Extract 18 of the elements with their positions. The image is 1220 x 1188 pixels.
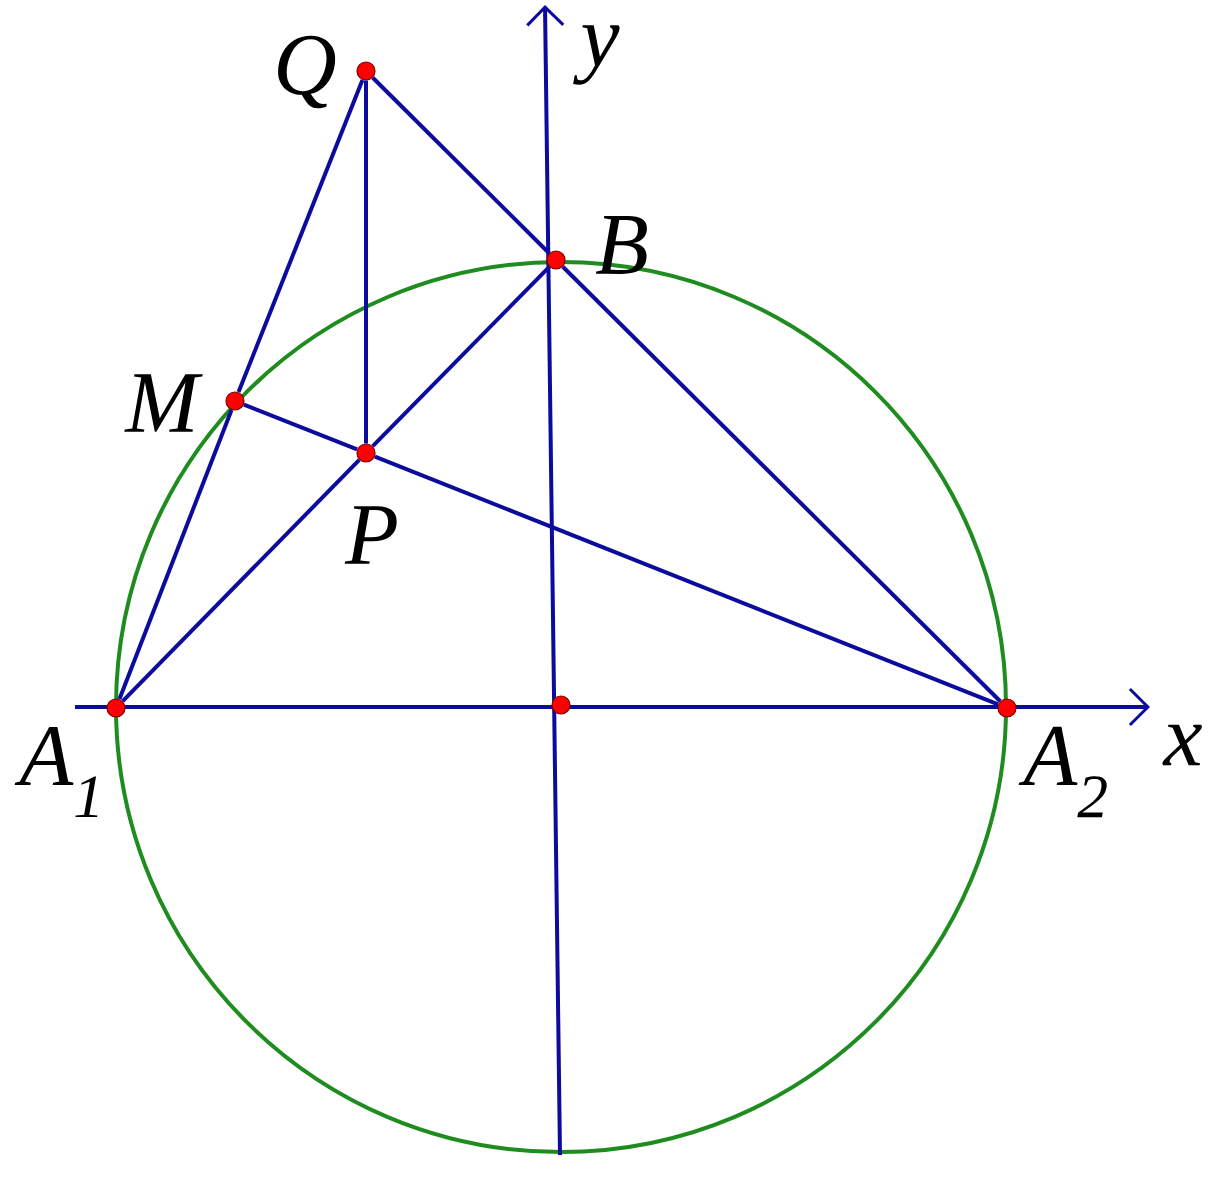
- line-segment: [371, 76, 551, 255]
- point-label: M: [124, 374, 203, 432]
- point-label: A$_{1}$: [14, 726, 98, 818]
- point-label: B: [595, 216, 647, 274]
- line-segment: [371, 265, 551, 448]
- line-segment: [243, 402, 358, 452]
- line-segment: [121, 458, 361, 703]
- point-label: P: [344, 506, 397, 564]
- axis-label: x: [1162, 724, 1202, 766]
- point: [551, 695, 571, 715]
- line-segment: [117, 409, 234, 700]
- line-segment: [561, 265, 1002, 703]
- point-label: Q: [278, 35, 336, 109]
- point-label: A$_{2}$: [1018, 726, 1107, 818]
- line-segment: [374, 454, 999, 707]
- line-segment: [236, 79, 365, 393]
- line-segment: [364, 80, 368, 444]
- axis-label: y: [573, 25, 620, 85]
